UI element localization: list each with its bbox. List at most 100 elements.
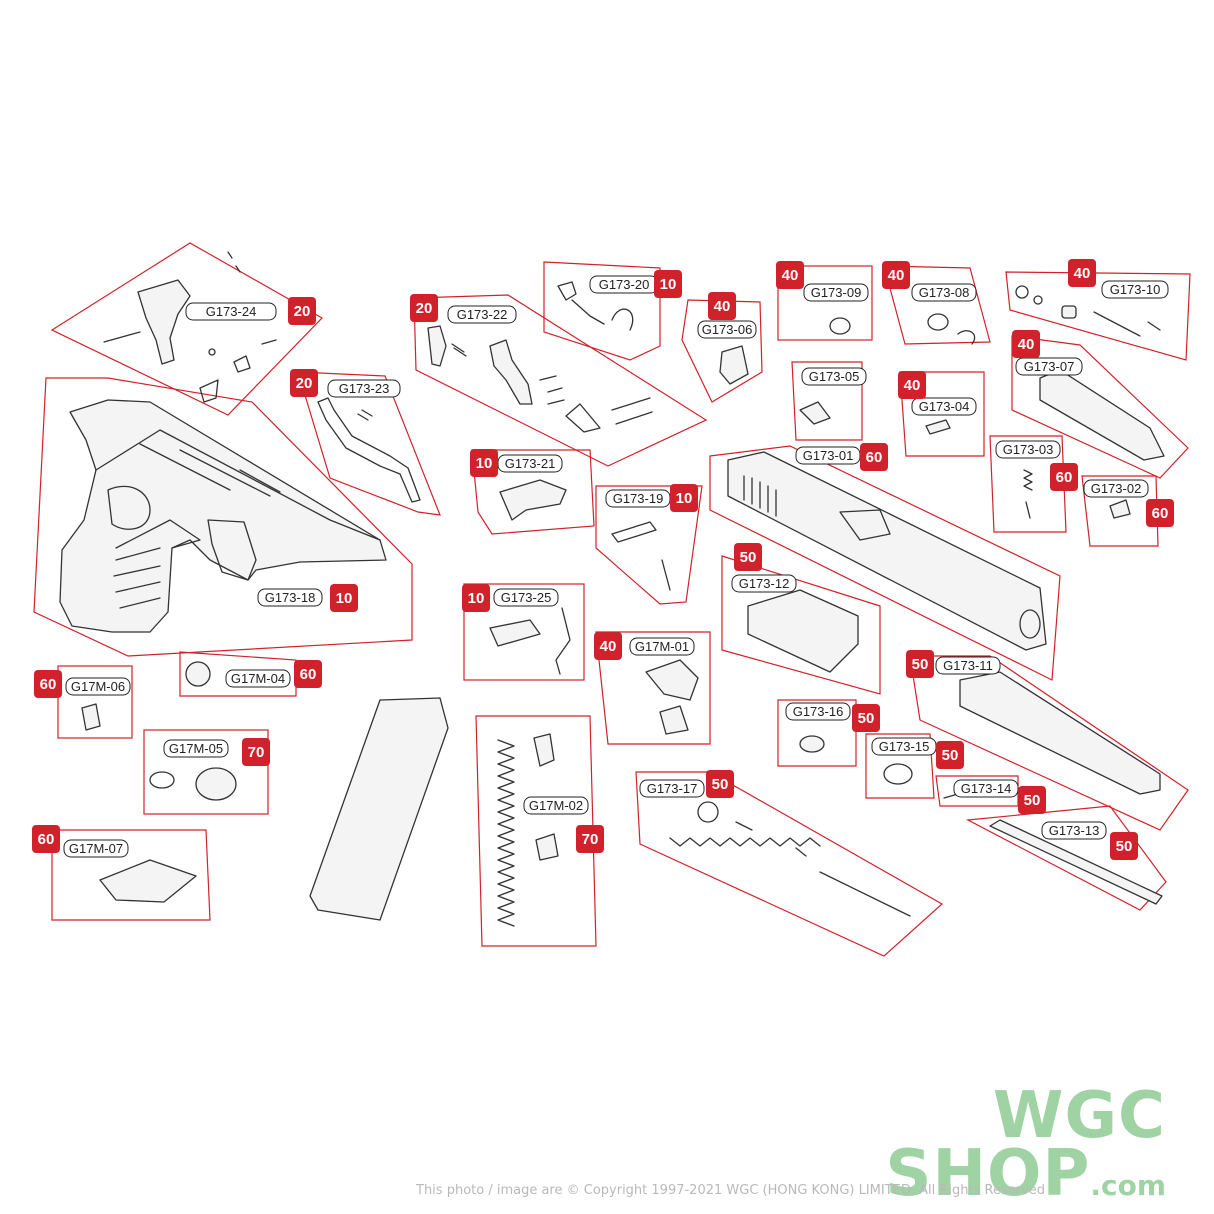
group-outlines [33, 242, 1191, 957]
quantity-badge-g173-25: 10 [468, 590, 485, 607]
quantity-badge-box-g173-19 [670, 484, 698, 512]
quantity-badge-box-g17m-02 [576, 825, 604, 853]
part-code-box-g173-05 [801, 367, 867, 386]
part-code-g17m-06: G17M-06 [71, 679, 125, 694]
part-code-g173-22: G173-22 [457, 307, 508, 322]
quantity-badge-box-g173-16 [852, 704, 880, 732]
part-code-g173-07: G173-07 [1024, 359, 1075, 374]
quantity-badge-box-g173-18 [330, 584, 358, 612]
magazine-illustration [309, 697, 449, 921]
g173-04-part-illustration [925, 419, 951, 435]
quantity-badge-g173-10: 40 [1074, 265, 1091, 282]
quantity-badge-g173-12: 50 [740, 549, 757, 566]
quantity-badge-g173-13: 50 [1116, 838, 1133, 855]
quantity-badge-box-g17m-04 [294, 660, 322, 688]
part-code-g173-20: G173-20 [599, 277, 650, 292]
outline-g173-10 [1005, 271, 1191, 361]
g173-16-part-illustration [799, 735, 825, 753]
quantity-badge-box-g173-24 [288, 297, 316, 325]
outline-g173-22 [413, 294, 708, 467]
copyright-notice: This photo / image are © Copyright 1997-… [416, 1183, 1046, 1198]
quantity-badge-g17m-01: 40 [600, 638, 617, 655]
part-code-box-g173-07 [1015, 357, 1083, 376]
quantity-badge-box-g173-23 [290, 369, 318, 397]
outline-g173-01 [709, 445, 1061, 681]
logo-line2: SHOP [885, 1136, 1091, 1211]
part-code-g173-03: G173-03 [1003, 442, 1054, 457]
part-code-box-g173-17 [639, 779, 705, 798]
quantity-badge-g173-06: 40 [714, 298, 731, 315]
part-code-g173-09: G173-09 [811, 285, 862, 300]
part-code-box-g173-25 [493, 588, 559, 607]
g173-03-spring-illustration [1023, 469, 1033, 519]
outline-g17m-02 [475, 715, 597, 947]
outline-g173-23 [297, 371, 441, 516]
part-code-box-g173-16 [785, 702, 851, 721]
quantity-badge-g173-08: 40 [888, 267, 905, 284]
quantity-badge-g173-17: 50 [712, 776, 729, 793]
trigger-bar-illustration [317, 397, 421, 503]
quantity-badge-box-g173-17 [706, 770, 734, 798]
outline-g173-02 [1081, 475, 1159, 547]
part-code-box-g173-13 [1041, 821, 1107, 840]
part-code-g173-16: G173-16 [793, 704, 844, 719]
g17m-04-part-illustration [185, 661, 211, 687]
part-code-box-g173-18 [257, 588, 323, 607]
outline-g173-24 [50, 242, 323, 416]
part-code-g17m-04: G17M-04 [231, 671, 285, 686]
quantity-badge-box-g173-12 [734, 543, 762, 571]
quantity-badge-box-g173-14 [1018, 786, 1046, 814]
quantity-badge-box-g173-25 [462, 584, 490, 612]
quantity-badge-box-g17m-06 [34, 670, 62, 698]
quantity-badge-box-g173-21 [470, 449, 498, 477]
quantity-badge-box-g173-06 [708, 292, 736, 320]
quantity-badge-box-g173-13 [1110, 832, 1138, 860]
part-illustrations [59, 251, 1165, 927]
part-code-g173-10: G173-10 [1110, 282, 1161, 297]
part-code-box-g173-12 [731, 574, 797, 593]
quantity-badge-g17m-02: 70 [582, 831, 599, 848]
part-code-g173-23: G173-23 [339, 381, 390, 396]
quantity-badge-g173-22: 20 [416, 300, 433, 317]
outline-g17m-01 [595, 631, 711, 745]
outline-g17m-07 [51, 829, 211, 921]
outline-g173-09 [777, 265, 873, 341]
part-code-g17m-05: G17M-05 [169, 741, 223, 756]
g17m-06-part-illustration [81, 703, 101, 731]
recoil-spring-illustration [669, 801, 911, 917]
outline-g173-08 [883, 265, 991, 345]
outline-g173-05 [791, 361, 863, 441]
part-code-g173-14: G173-14 [961, 781, 1012, 796]
quantity-badge-g173-11: 50 [912, 656, 929, 673]
magazine-baseplate-illustration [99, 859, 197, 903]
part-code-box-g17m-05 [163, 739, 229, 758]
g173-12-part-illustration [747, 589, 859, 673]
quantity-badge-g173-21: 10 [476, 455, 493, 472]
slide-illustration [727, 451, 1047, 651]
part-code-g173-15: G173-15 [879, 739, 930, 754]
outline-g173-20 [543, 261, 661, 361]
quantity-badge-box-g17m-07 [32, 825, 60, 853]
part-code-g17m-01: G17M-01 [635, 639, 689, 654]
outline-g173-13 [965, 805, 1167, 911]
quantity-badge-g17m-07: 60 [38, 831, 55, 848]
part-code-g17m-07: G17M-07 [69, 841, 123, 856]
part-code-box-g173-04 [911, 397, 977, 416]
part-code-g173-19: G173-19 [613, 491, 664, 506]
part-code-box-g173-10 [1101, 280, 1169, 299]
quantity-badge-g173-07: 40 [1018, 336, 1035, 353]
outline-g173-11 [909, 655, 1189, 831]
g173-25-part-illustration [489, 619, 541, 647]
quantity-badge-g173-09: 40 [782, 267, 799, 284]
outline-g173-18 [33, 377, 413, 657]
outline-g17m-06 [57, 665, 133, 739]
outline-g173-25 [463, 583, 585, 681]
quantity-badge-box-g173-15 [936, 741, 964, 769]
part-code-box-g173-06 [697, 320, 757, 339]
quantity-badge-box-g173-10 [1068, 259, 1096, 287]
part-code-box-g173-08 [911, 283, 977, 302]
quantity-badge-box-g173-04 [898, 371, 926, 399]
g173-15-part-illustration [883, 763, 913, 785]
wgc-shop-logo: WGC SHOP.com [885, 1084, 1166, 1205]
outline-g173-06 [681, 299, 763, 403]
